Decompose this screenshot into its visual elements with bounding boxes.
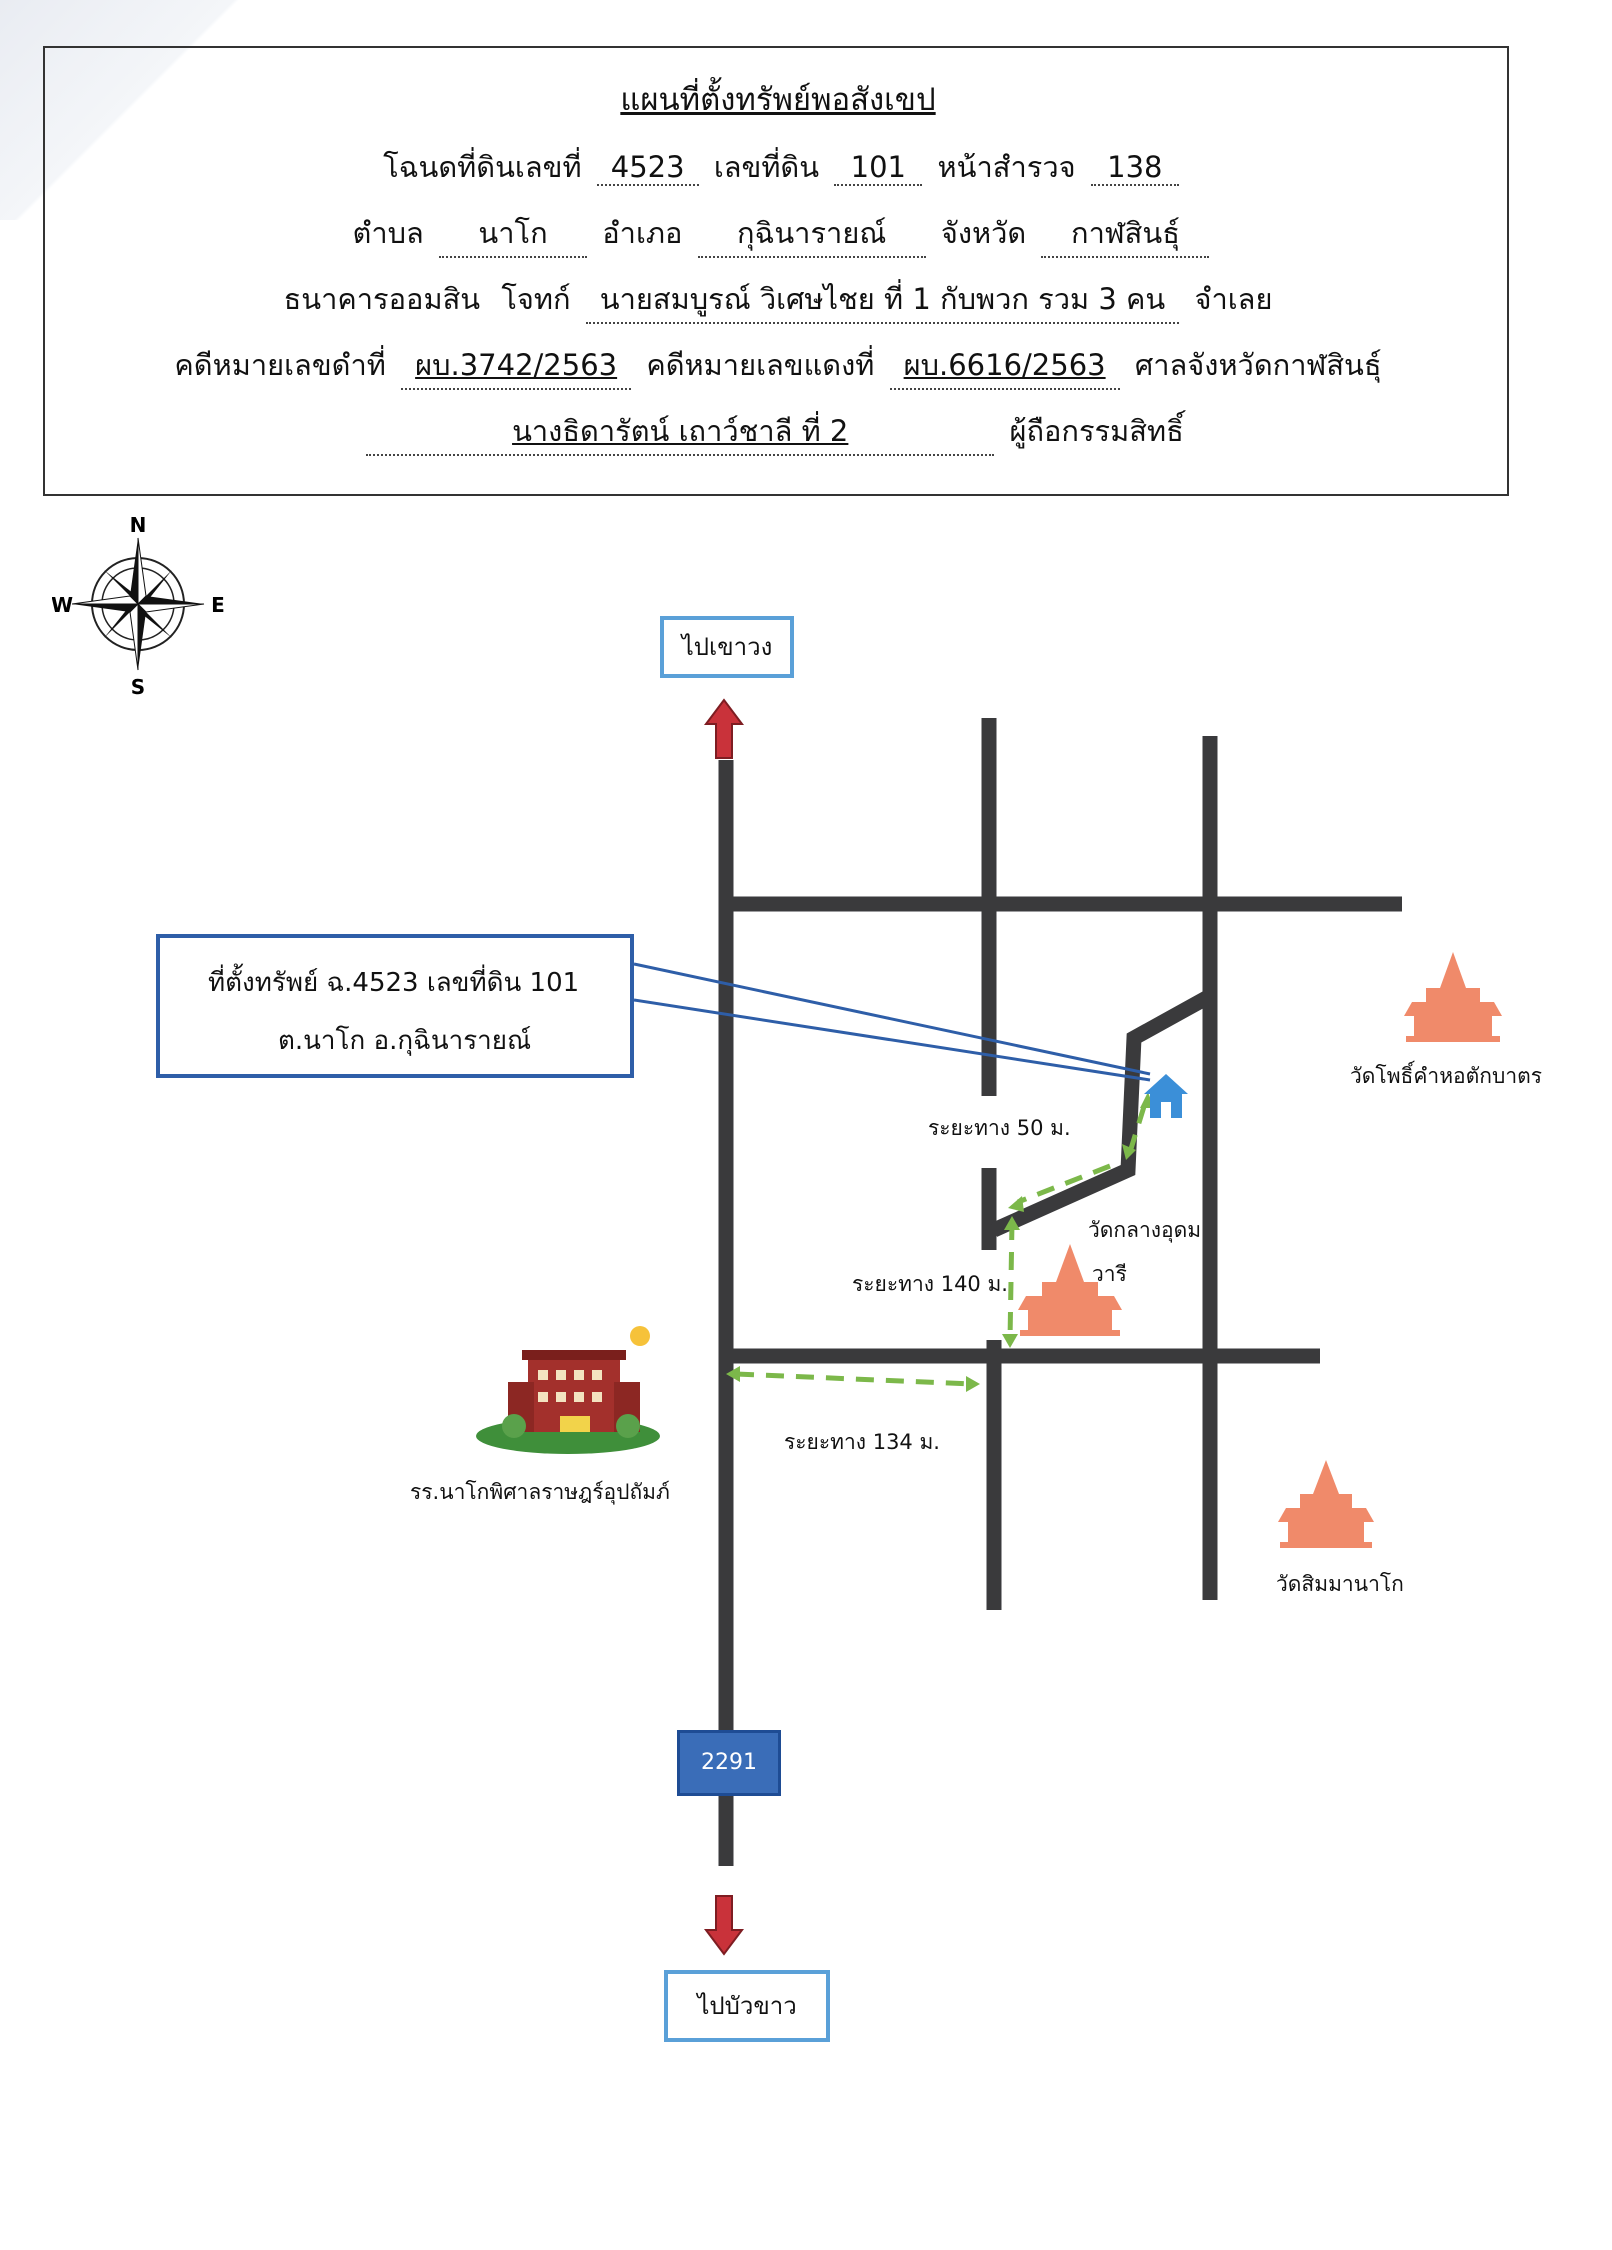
compass-w: W [52,593,73,617]
south-arrow-icon [704,1895,744,1956]
temple-sim-icon [1278,1460,1374,1548]
house-icon [1144,1074,1188,1118]
distance-134-label: ระยะทาง 134 ม. [784,1430,940,1454]
case-line: คดีหมายเลขดำที่ ผบ.3742/2563 คดีหมายเลขแ… [45,342,1511,390]
school-label: รร.นาโกพิศาลราษฎร์อุปถัมภ์ [410,1480,670,1504]
pointer-line-bottom [633,998,1151,1082]
defendant-name: นายสมบูรณ์ วิเศษไชย ที่ 1 กับพวก รวม 3 ค… [585,276,1180,324]
school-icon [476,1326,660,1454]
survey-label: หน้าสำรวจ [937,150,1076,184]
red-case-no: ผบ.6616/2563 [889,342,1120,390]
defendant-label: จำเลย [1194,282,1273,316]
owner-name: นางธิดารัตน์ เถาว์ชาลี ที่ 2 [366,408,995,456]
plaintiff-label: โจทก์ [501,282,571,316]
north-destination-box: ไปเขาวง [660,616,794,678]
red-case-label: คดีหมายเลขแดงที่ [646,348,875,382]
parties-line: ธนาคารออมสิน โจทก์ นายสมบูรณ์ วิเศษไชย ท… [45,276,1511,324]
owner-label: ผู้ถือกรรมสิทธิ์ [1009,414,1184,448]
location-callout-box: ที่ตั้งทรัพย์ ฉ.4523 เลขที่ดิน 101 ต.นาโ… [156,934,634,1078]
address-line: ตำบล นาโก อำเภอ กุฉินารายณ์ จังหวัด กาฬส… [45,210,1511,258]
distance-140-label: ระยะทาง 140 ม. [852,1272,1008,1296]
location-callout-line2: ต.นาโก อ.กุฉินารายณ์ [278,1026,532,1056]
north-destination-label: ไปเขาวง [681,633,773,661]
temple-phothi-label: วัดโพธิ์คำหอตักบาตร [1350,1064,1543,1088]
land-no-label: เลขที่ดิน [713,150,820,184]
province-value: กาฬสินธุ์ [1041,210,1210,258]
temple-klang-icon [1018,1244,1122,1336]
black-case-no: ผบ.3742/2563 [401,342,632,390]
route-number-badge: 2291 [677,1730,781,1796]
temple-klang-label-line1: วัดกลางอุดม [1088,1218,1202,1242]
temple-sim-label: วัดสิมมานาโก [1276,1572,1404,1596]
compass-e: E [211,593,225,617]
scan-fold-shadow [0,0,300,220]
land-no: 101 [834,150,923,186]
pointer-line-top [633,962,1151,1076]
route-dashes [735,1099,1149,1387]
subdistrict-label: ตำบล [352,216,424,250]
location-callout-line1: ที่ตั้งทรัพย์ ฉ.4523 เลขที่ดิน 101 [208,968,580,998]
deed-label: โฉนดที่ดินเลขที่ [383,150,582,184]
compass-n: N [130,516,147,537]
temple-phothi-icon [1404,952,1502,1042]
deed-no: 4523 [596,150,699,186]
owner-line: นางธิดารัตน์ เถาว์ชาลี ที่ 2 ผู้ถือกรรมส… [45,408,1511,456]
header-info-box: แผนที่ตั้งทรัพย์พอสังเขป โฉนดที่ดินเลขที… [43,46,1509,496]
south-destination-label: ไปบัวขาว [697,1992,797,2020]
black-case-label: คดีหมายเลขดำที่ [174,348,386,382]
route-number: 2291 [701,1750,757,1775]
north-arrow-icon [704,698,744,759]
compass-s: S [131,675,145,696]
survey-no: 138 [1090,150,1179,186]
road-map [476,698,1502,1956]
court-name: ศาลจังหวัดกาฬสินธุ์ [1134,348,1382,382]
province-label: จังหวัด [940,216,1027,250]
access-lane [990,989,1214,1237]
plaintiff-name: ธนาคารออมสิน [283,282,481,316]
deed-line: โฉนดที่ดินเลขที่ 4523 เลขที่ดิน 101 หน้า… [45,144,1511,190]
south-destination-box: ไปบัวขาว [664,1970,830,2042]
subdistrict-value: นาโก [439,210,588,258]
page-title: แผนที่ตั้งทรัพย์พอสังเขป [620,82,936,118]
temple-klang-label-line2: วารี [1092,1262,1127,1286]
compass-rose-icon: N S W E [52,516,225,696]
district-label: อำเภอ [602,216,683,250]
distance-50-label: ระยะทาง 50 ม. [928,1116,1071,1140]
district-value: กุฉินารายณ์ [697,210,926,258]
route-arrowheads [726,1092,1154,1392]
